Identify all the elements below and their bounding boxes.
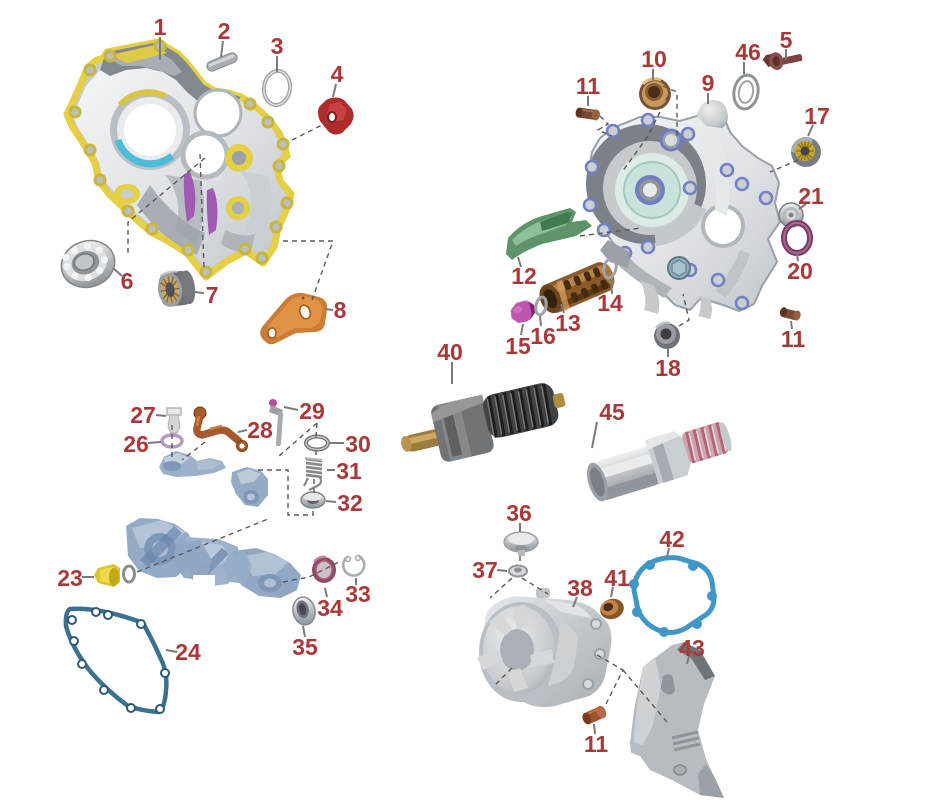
svg-text:3: 3 bbox=[271, 33, 284, 59]
svg-text:41: 41 bbox=[604, 565, 630, 591]
svg-text:45: 45 bbox=[599, 399, 625, 425]
svg-text:36: 36 bbox=[506, 500, 532, 526]
svg-text:46: 46 bbox=[735, 39, 761, 65]
svg-text:21: 21 bbox=[798, 183, 824, 209]
svg-text:1: 1 bbox=[154, 14, 167, 40]
svg-text:24: 24 bbox=[175, 639, 201, 665]
svg-text:37: 37 bbox=[472, 557, 498, 583]
svg-text:5: 5 bbox=[780, 27, 793, 53]
svg-text:2: 2 bbox=[218, 18, 231, 44]
svg-text:23: 23 bbox=[57, 565, 83, 591]
svg-text:11: 11 bbox=[576, 73, 601, 99]
svg-text:12: 12 bbox=[511, 263, 537, 289]
svg-text:4: 4 bbox=[331, 61, 344, 87]
svg-text:13: 13 bbox=[555, 310, 581, 336]
svg-text:8: 8 bbox=[334, 297, 347, 323]
svg-text:38: 38 bbox=[567, 575, 593, 601]
svg-text:20: 20 bbox=[787, 258, 813, 284]
svg-text:18: 18 bbox=[655, 355, 681, 381]
svg-text:9: 9 bbox=[702, 70, 715, 96]
svg-text:7: 7 bbox=[206, 282, 219, 308]
svg-text:30: 30 bbox=[345, 431, 371, 457]
svg-text:42: 42 bbox=[659, 526, 685, 552]
svg-text:17: 17 bbox=[804, 103, 830, 129]
svg-text:34: 34 bbox=[317, 595, 343, 621]
svg-text:27: 27 bbox=[130, 402, 156, 428]
svg-text:31: 31 bbox=[336, 458, 362, 484]
svg-text:14: 14 bbox=[597, 290, 623, 316]
svg-text:40: 40 bbox=[437, 339, 463, 365]
svg-text:6: 6 bbox=[121, 268, 134, 294]
svg-text:32: 32 bbox=[337, 490, 363, 516]
svg-text:43: 43 bbox=[679, 635, 705, 661]
svg-text:26: 26 bbox=[123, 431, 149, 457]
svg-text:11: 11 bbox=[584, 731, 609, 757]
svg-text:16: 16 bbox=[530, 323, 556, 349]
svg-text:29: 29 bbox=[299, 398, 325, 424]
svg-text:35: 35 bbox=[292, 634, 318, 660]
svg-text:33: 33 bbox=[345, 581, 371, 607]
svg-text:15: 15 bbox=[505, 333, 531, 359]
svg-text:11: 11 bbox=[781, 326, 806, 352]
svg-text:10: 10 bbox=[641, 46, 667, 72]
svg-text:28: 28 bbox=[247, 417, 273, 443]
